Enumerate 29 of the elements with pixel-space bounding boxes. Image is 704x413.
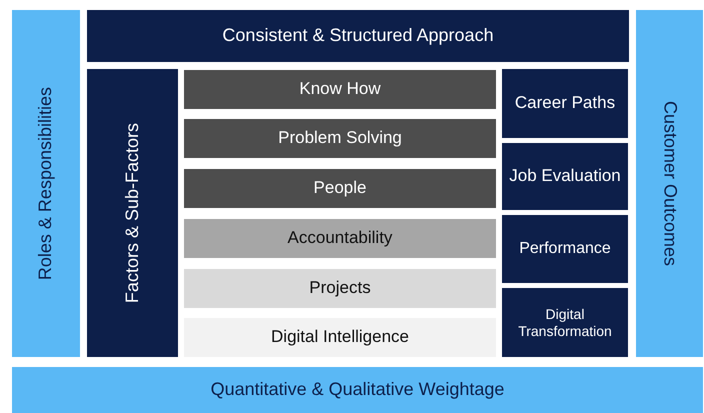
factor-bar — [184, 119, 496, 158]
box-label: Factors & Sub-Factors — [122, 122, 143, 304]
footer-banner — [12, 367, 703, 413]
box-label: Problem Solving — [278, 128, 402, 149]
box-label: Performance — [519, 239, 611, 259]
box-label: Digital Transformation — [517, 306, 613, 340]
box-label: Accountability — [288, 228, 392, 249]
box-label: Consistent & Structured Approach — [222, 25, 494, 47]
outcome-box — [502, 288, 628, 357]
factor-bar — [184, 219, 496, 258]
box-label: Projects — [309, 278, 371, 299]
outcome-box — [502, 69, 628, 138]
header-banner — [87, 10, 629, 62]
box-label: Job Evaluation — [509, 166, 621, 187]
factor-bar — [184, 169, 496, 208]
side-bar — [12, 10, 80, 357]
factor-bar — [184, 269, 496, 308]
factor-bar — [184, 70, 496, 109]
box-label: Customer Outcomes — [659, 100, 680, 266]
box-label: Know How — [299, 79, 381, 100]
box-label: Digital Intelligence — [271, 327, 409, 348]
box-label: Career Paths — [514, 93, 616, 114]
side-bar — [636, 10, 703, 357]
outcome-box — [502, 143, 628, 210]
outcome-box — [502, 215, 628, 283]
side-panel — [87, 69, 178, 357]
box-label: Roles & Responsibilities — [35, 86, 56, 280]
box-label: Quantitative & Qualitative Weightage — [210, 379, 504, 401]
box-label: People — [314, 178, 366, 199]
